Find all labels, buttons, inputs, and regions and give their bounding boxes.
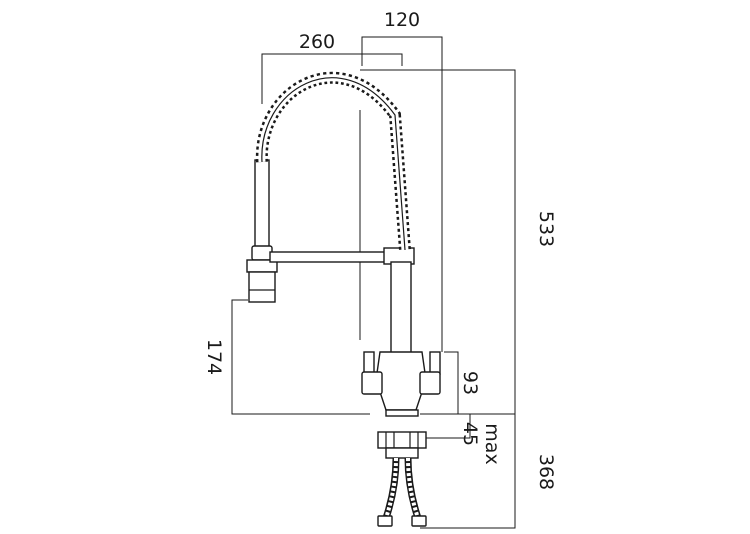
dim-260: 260 bbox=[299, 31, 335, 53]
dim-max: max bbox=[481, 423, 503, 464]
dimension-labels: 120 260 533 174 93 45 max 368 bbox=[203, 9, 557, 490]
dim-174: 174 bbox=[203, 339, 225, 375]
dim-533: 533 bbox=[535, 211, 557, 247]
dim-120: 120 bbox=[384, 9, 420, 31]
dim-45: 45 bbox=[459, 422, 481, 446]
dim-93: 93 bbox=[459, 371, 481, 395]
dimension-lines bbox=[231, 36, 516, 529]
dim-368: 368 bbox=[535, 454, 557, 490]
tap-body bbox=[246, 71, 441, 527]
